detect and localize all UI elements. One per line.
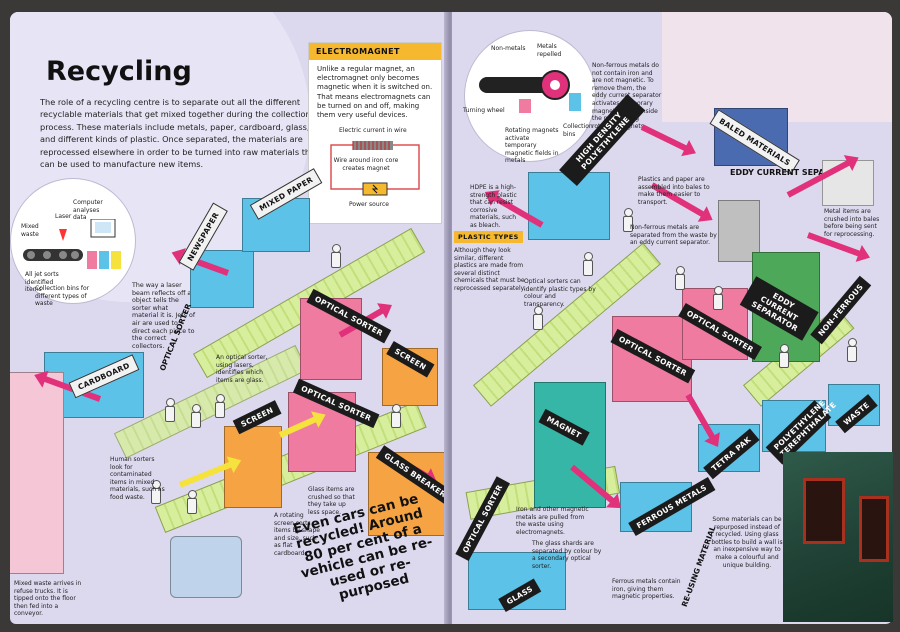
refuse-truck bbox=[10, 372, 64, 574]
collection-bins-label: Collection bins bbox=[563, 123, 593, 138]
mixed-waste-label: Mixed waste bbox=[21, 223, 39, 238]
worker bbox=[846, 338, 857, 362]
worker bbox=[674, 266, 685, 290]
worker bbox=[712, 286, 723, 310]
forklift bbox=[822, 160, 874, 206]
coil-label: Wire around iron core creates magnet bbox=[333, 157, 399, 172]
plastic-types-heading: PLASTIC TYPES bbox=[454, 231, 523, 243]
non-metals-label: Non-metals bbox=[491, 45, 526, 52]
worker bbox=[214, 394, 225, 418]
iron-note: Iron and other magnetic metals are pulle… bbox=[516, 506, 589, 536]
metals-repelled-label: Metals repelled bbox=[537, 43, 562, 58]
non-ferrous-note: Non-ferrous metals are separated from th… bbox=[630, 224, 717, 247]
intro-paragraph: The role of a recycling centre is to sep… bbox=[40, 97, 319, 170]
current-label: Electric current in wire bbox=[339, 127, 407, 134]
worker bbox=[330, 244, 341, 268]
laser-sorter-diagram: Computer analyses data Laser Mixed waste… bbox=[10, 178, 136, 307]
worker bbox=[622, 208, 633, 232]
air-jet-label: All jet sorts identified items bbox=[25, 271, 59, 294]
glass-shards-note: The glass shards are separated by colour… bbox=[532, 540, 602, 570]
electromagnet-circuit-icon bbox=[330, 141, 420, 196]
electromagnet-text: Unlike a regular magnet, an electromagne… bbox=[317, 65, 433, 120]
glass-items-note: Glass items are crushed so that they tak… bbox=[308, 486, 355, 516]
worker bbox=[150, 480, 161, 504]
worker bbox=[390, 404, 401, 428]
window bbox=[859, 496, 889, 562]
screen-note: A rotating screen sorts items by shape a… bbox=[274, 512, 320, 557]
worker bbox=[190, 404, 201, 428]
power-source-label: Power source bbox=[349, 201, 389, 208]
optical-note: An optical sorter, using lasers, identif… bbox=[216, 354, 268, 384]
worker bbox=[164, 398, 175, 422]
ferrous-note: Ferrous metals contain iron, giving them… bbox=[612, 578, 681, 601]
worker bbox=[532, 306, 543, 330]
electromagnet-box: ELECTROMAGNET Unlike a regular magnet, a… bbox=[308, 42, 442, 224]
electromagnet-heading: ELECTROMAGNET bbox=[309, 43, 441, 60]
reuse-note: Some materials can be repurposed instead… bbox=[711, 516, 783, 569]
rotating-magnets-label: Rotating magnets activate temporary magn… bbox=[505, 127, 559, 165]
truck-background bbox=[662, 12, 892, 122]
mixed-waste-note: Mixed waste arrives in refuse trucks. It… bbox=[14, 580, 82, 618]
collection-bins-label: Collection bins for different types of w… bbox=[35, 285, 90, 308]
worker bbox=[778, 344, 789, 368]
worker bbox=[582, 252, 593, 276]
laser-conveyor-icon bbox=[23, 219, 121, 269]
laser-label: Laser bbox=[55, 213, 72, 220]
window bbox=[803, 478, 845, 544]
plastic-types-box: PLASTIC TYPES Although they look similar… bbox=[454, 224, 526, 293]
eddy-heading: EDDY CURRENT SEPARATOR bbox=[730, 168, 855, 177]
bottle-wall-photo bbox=[783, 452, 893, 622]
computer-label: Computer analyses data bbox=[73, 199, 103, 222]
worker bbox=[186, 490, 197, 514]
left-page: Recycling The role of a recycling centre… bbox=[10, 12, 448, 624]
plastic-types-text: Although they look similar, different pl… bbox=[454, 247, 526, 292]
plastics-paper-note: Plastics and paper are assembled into ba… bbox=[638, 176, 710, 206]
hdpe-bin bbox=[528, 172, 610, 240]
loader-vehicle bbox=[170, 536, 242, 598]
arrow-eddy bbox=[640, 124, 689, 152]
human-sorter-note: Human sorters look for contaminated item… bbox=[110, 456, 165, 501]
page-title: Recycling bbox=[46, 56, 192, 87]
turning-wheel-label: Turning wheel bbox=[463, 107, 505, 114]
laser-note: The way a laser beam reflects off an obj… bbox=[132, 282, 196, 350]
optical-plastic-note: Optical sorters can identify plastic typ… bbox=[524, 278, 596, 308]
hdpe-note: HDPE is a high-strength plastic that can… bbox=[470, 184, 517, 229]
eddy-current-diagram: Non-metals Metals repelled Turning wheel… bbox=[463, 30, 596, 165]
baler bbox=[718, 200, 760, 262]
eddy-wheel-icon bbox=[479, 70, 581, 113]
metal-items-note: Metal items are crushed into bales befor… bbox=[824, 208, 880, 238]
